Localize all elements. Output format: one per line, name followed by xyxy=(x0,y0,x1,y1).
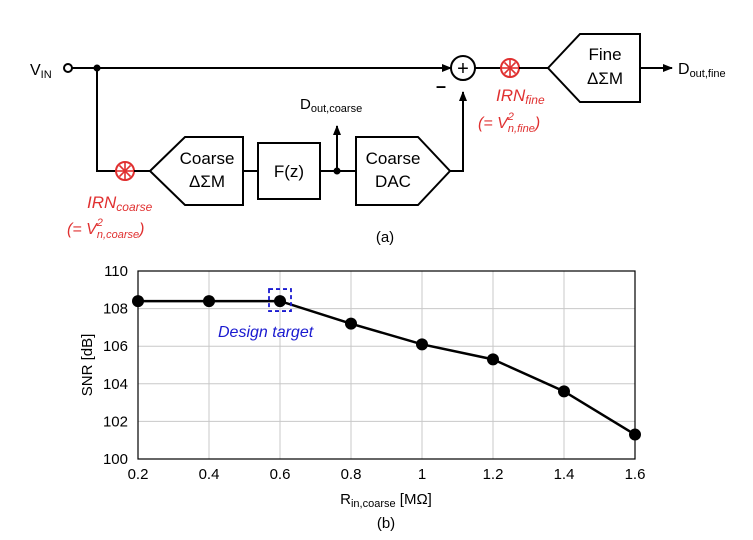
fz-block xyxy=(257,142,321,200)
coarse-dac-label-1: Coarse xyxy=(366,149,421,168)
x-tick-label: 0.4 xyxy=(199,466,220,483)
irn-coarse-label: IRNcoarse xyxy=(87,193,153,214)
irn-fine-label: IRNfine xyxy=(496,86,545,107)
y-tick-label: 110 xyxy=(104,263,128,280)
y-tick-label: 100 xyxy=(103,451,128,468)
data-point xyxy=(345,317,357,330)
coarse-dac-block xyxy=(355,136,452,206)
coarse-dac-label-2: DAC xyxy=(375,172,411,191)
dout-coarse-label: Dout,coarse xyxy=(300,96,362,115)
data-point xyxy=(416,338,428,351)
plot-frame xyxy=(137,270,636,460)
dout-fine-label: Dout,fine xyxy=(678,61,726,80)
x-tick-label: 1 xyxy=(418,466,426,483)
series-line xyxy=(138,299,636,436)
x-tick-label: 0.2 xyxy=(128,466,149,483)
x-axis-label: Rin,coarse [MΩ] xyxy=(340,491,432,510)
coarse-modulator-block xyxy=(148,136,244,206)
y-tick-label: 108 xyxy=(103,301,128,318)
vin-terminal xyxy=(63,63,73,73)
wire-to-coarse-branch xyxy=(96,68,116,172)
caption-b: (b) xyxy=(377,515,395,532)
noise-source-coarse-icon xyxy=(115,161,135,181)
data-point xyxy=(487,353,499,366)
design-target-box xyxy=(268,288,292,312)
fine-modulator-label-1: Fine xyxy=(588,45,621,64)
coarse-modulator-label-2: ΔΣM xyxy=(189,172,225,191)
y-tick-label: 106 xyxy=(103,338,128,355)
summer-minus-sign: – xyxy=(436,76,446,96)
data-point xyxy=(629,428,641,441)
design-target-label: Design target xyxy=(218,324,314,341)
x-tick-label: 0.8 xyxy=(341,466,362,483)
x-tick-label: 1.2 xyxy=(483,466,504,483)
noise-source-fine-icon xyxy=(500,58,520,78)
coarse-modulator-label-1: Coarse xyxy=(180,149,235,168)
data-point xyxy=(558,385,570,398)
wire-dac-to-summer xyxy=(450,91,467,172)
y-tick-label: 102 xyxy=(103,413,128,430)
y-tick-label: 104 xyxy=(103,376,128,393)
x-tick-label: 1.6 xyxy=(625,466,646,483)
chart-points xyxy=(132,295,641,441)
fz-label: F(z) xyxy=(274,162,304,181)
fine-modulator-label-2: ΔΣM xyxy=(587,69,623,88)
data-point xyxy=(274,295,286,308)
caption-a: (a) xyxy=(376,229,394,246)
block-diagram: VIN Coarse ΔΣM F(z) Dout,coarse C xyxy=(30,33,726,246)
vin-label: VIN xyxy=(30,62,52,81)
x-tick-label: 0.6 xyxy=(270,466,291,483)
summer-plus: + xyxy=(457,58,469,80)
chart-tick-labels: 0.2 0.4 0.6 0.8 1 1.2 1.4 1.6 100 102 104 106 108 110 xyxy=(103,263,645,483)
snr-chart: 0.2 0.4 0.6 0.8 1 1.2 1.4 1.6 100 102 104 106 108 110… xyxy=(79,263,645,532)
data-point xyxy=(203,295,215,308)
data-point xyxy=(132,295,144,308)
x-tick-label: 1.4 xyxy=(554,466,575,483)
y-axis-label: SNR [dB] xyxy=(79,334,96,397)
